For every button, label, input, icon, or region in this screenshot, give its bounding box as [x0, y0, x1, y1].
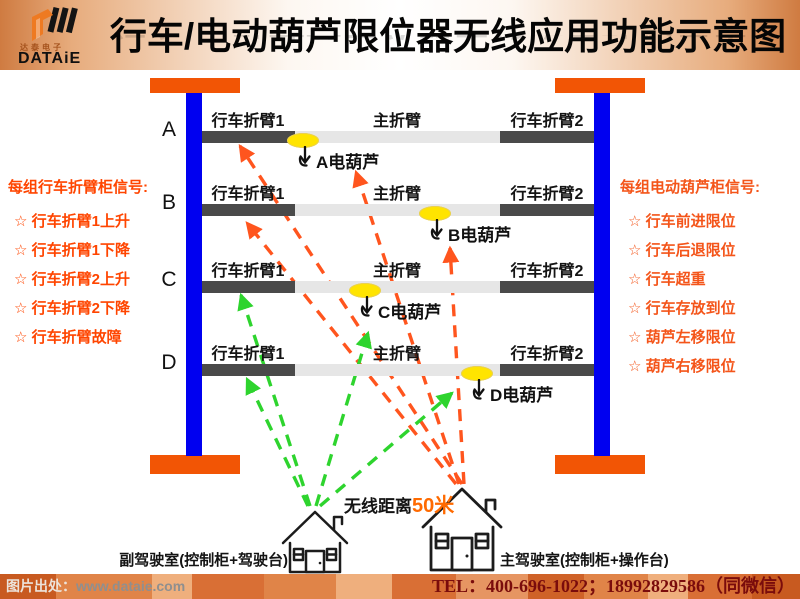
wireless-distance-value: 50米 [412, 495, 455, 517]
left-panel-title: 每组行车折臂柜信号: [8, 179, 148, 196]
left-house-label: 副驾驶室(控制柜+驾驶台) [119, 552, 288, 569]
crane-arm-signals-panel: 每组行车折臂柜信号: ☆ 行车折臂1上升 ☆ 行车折臂1下降 ☆ 行车折臂2上升… [8, 176, 148, 352]
image-source: 图片出处：www.dataie.com [6, 574, 185, 599]
logo-brand-cn: 达泰电子 [20, 43, 64, 52]
signal-item: ☆ 葫芦右移限位 [628, 358, 736, 375]
signal-item: ☆ 行车折臂1下降 [14, 242, 130, 259]
signal-item: ☆ 行车超重 [628, 271, 706, 288]
signal-item: ☆ 行车后退限位 [628, 242, 736, 259]
right-house-icon [421, 487, 503, 572]
header-banner: 达泰电子 DATAiE 行车/电动葫芦限位器无线应用功能示意图 行车/电动葫芦限… [0, 0, 800, 70]
logo: 达泰电子 DATAiE [6, 2, 108, 68]
signal-arrows-green [237, 292, 454, 508]
footer-bar: 图片出处：www.dataie.com TEL：400-696-1022；189… [0, 574, 800, 599]
image-source-label: 图片出处： [6, 578, 76, 594]
logo-brand: DATAiE [18, 50, 82, 67]
right-panel-title: 每组电动葫芦柜信号: [620, 179, 760, 196]
wireless-distance-prefix: 无线距离 [344, 497, 412, 516]
signal-item: ☆ 行车前进限位 [628, 213, 736, 230]
contact-phone: TEL：400-696-1022；18992829586（同微信） [431, 576, 795, 596]
signal-item: ☆ 行车折臂2下降 [14, 300, 130, 317]
left-panel-list: ☆ 行车折臂1上升 ☆ 行车折臂1下降 ☆ 行车折臂2上升 ☆ 行车折臂2下降 … [8, 207, 148, 352]
wireless-distance-label: 无线距离50米 [344, 489, 454, 518]
image-source-url: www.dataie.com [76, 578, 186, 594]
signal-item: ☆ 行车折臂2上升 [14, 271, 130, 288]
signal-item: ☆ 行车折臂1上升 [14, 213, 130, 230]
hoist-signals-panel: 每组电动葫芦柜信号: ☆ 行车前进限位 ☆ 行车后退限位 ☆ 行车超重 ☆ 行车… [620, 176, 760, 381]
page-title: 行车/电动葫芦限位器无线应用功能示意图 [109, 16, 787, 57]
left-house-icon [281, 510, 349, 574]
signal-item: ☆ 葫芦左移限位 [628, 329, 736, 346]
right-panel-list: ☆ 行车前进限位 ☆ 行车后退限位 ☆ 行车超重 ☆ 行车存放到位 ☆ 葫芦左移… [620, 207, 760, 381]
signal-item: ☆ 行车折臂故障 [14, 329, 122, 346]
logo-mark-icon [32, 6, 78, 41]
signal-arrows-orange [238, 144, 466, 486]
right-house-label: 主驾驶室(控制柜+操作台) [500, 552, 669, 569]
signal-item: ☆ 行车存放到位 [628, 300, 736, 317]
